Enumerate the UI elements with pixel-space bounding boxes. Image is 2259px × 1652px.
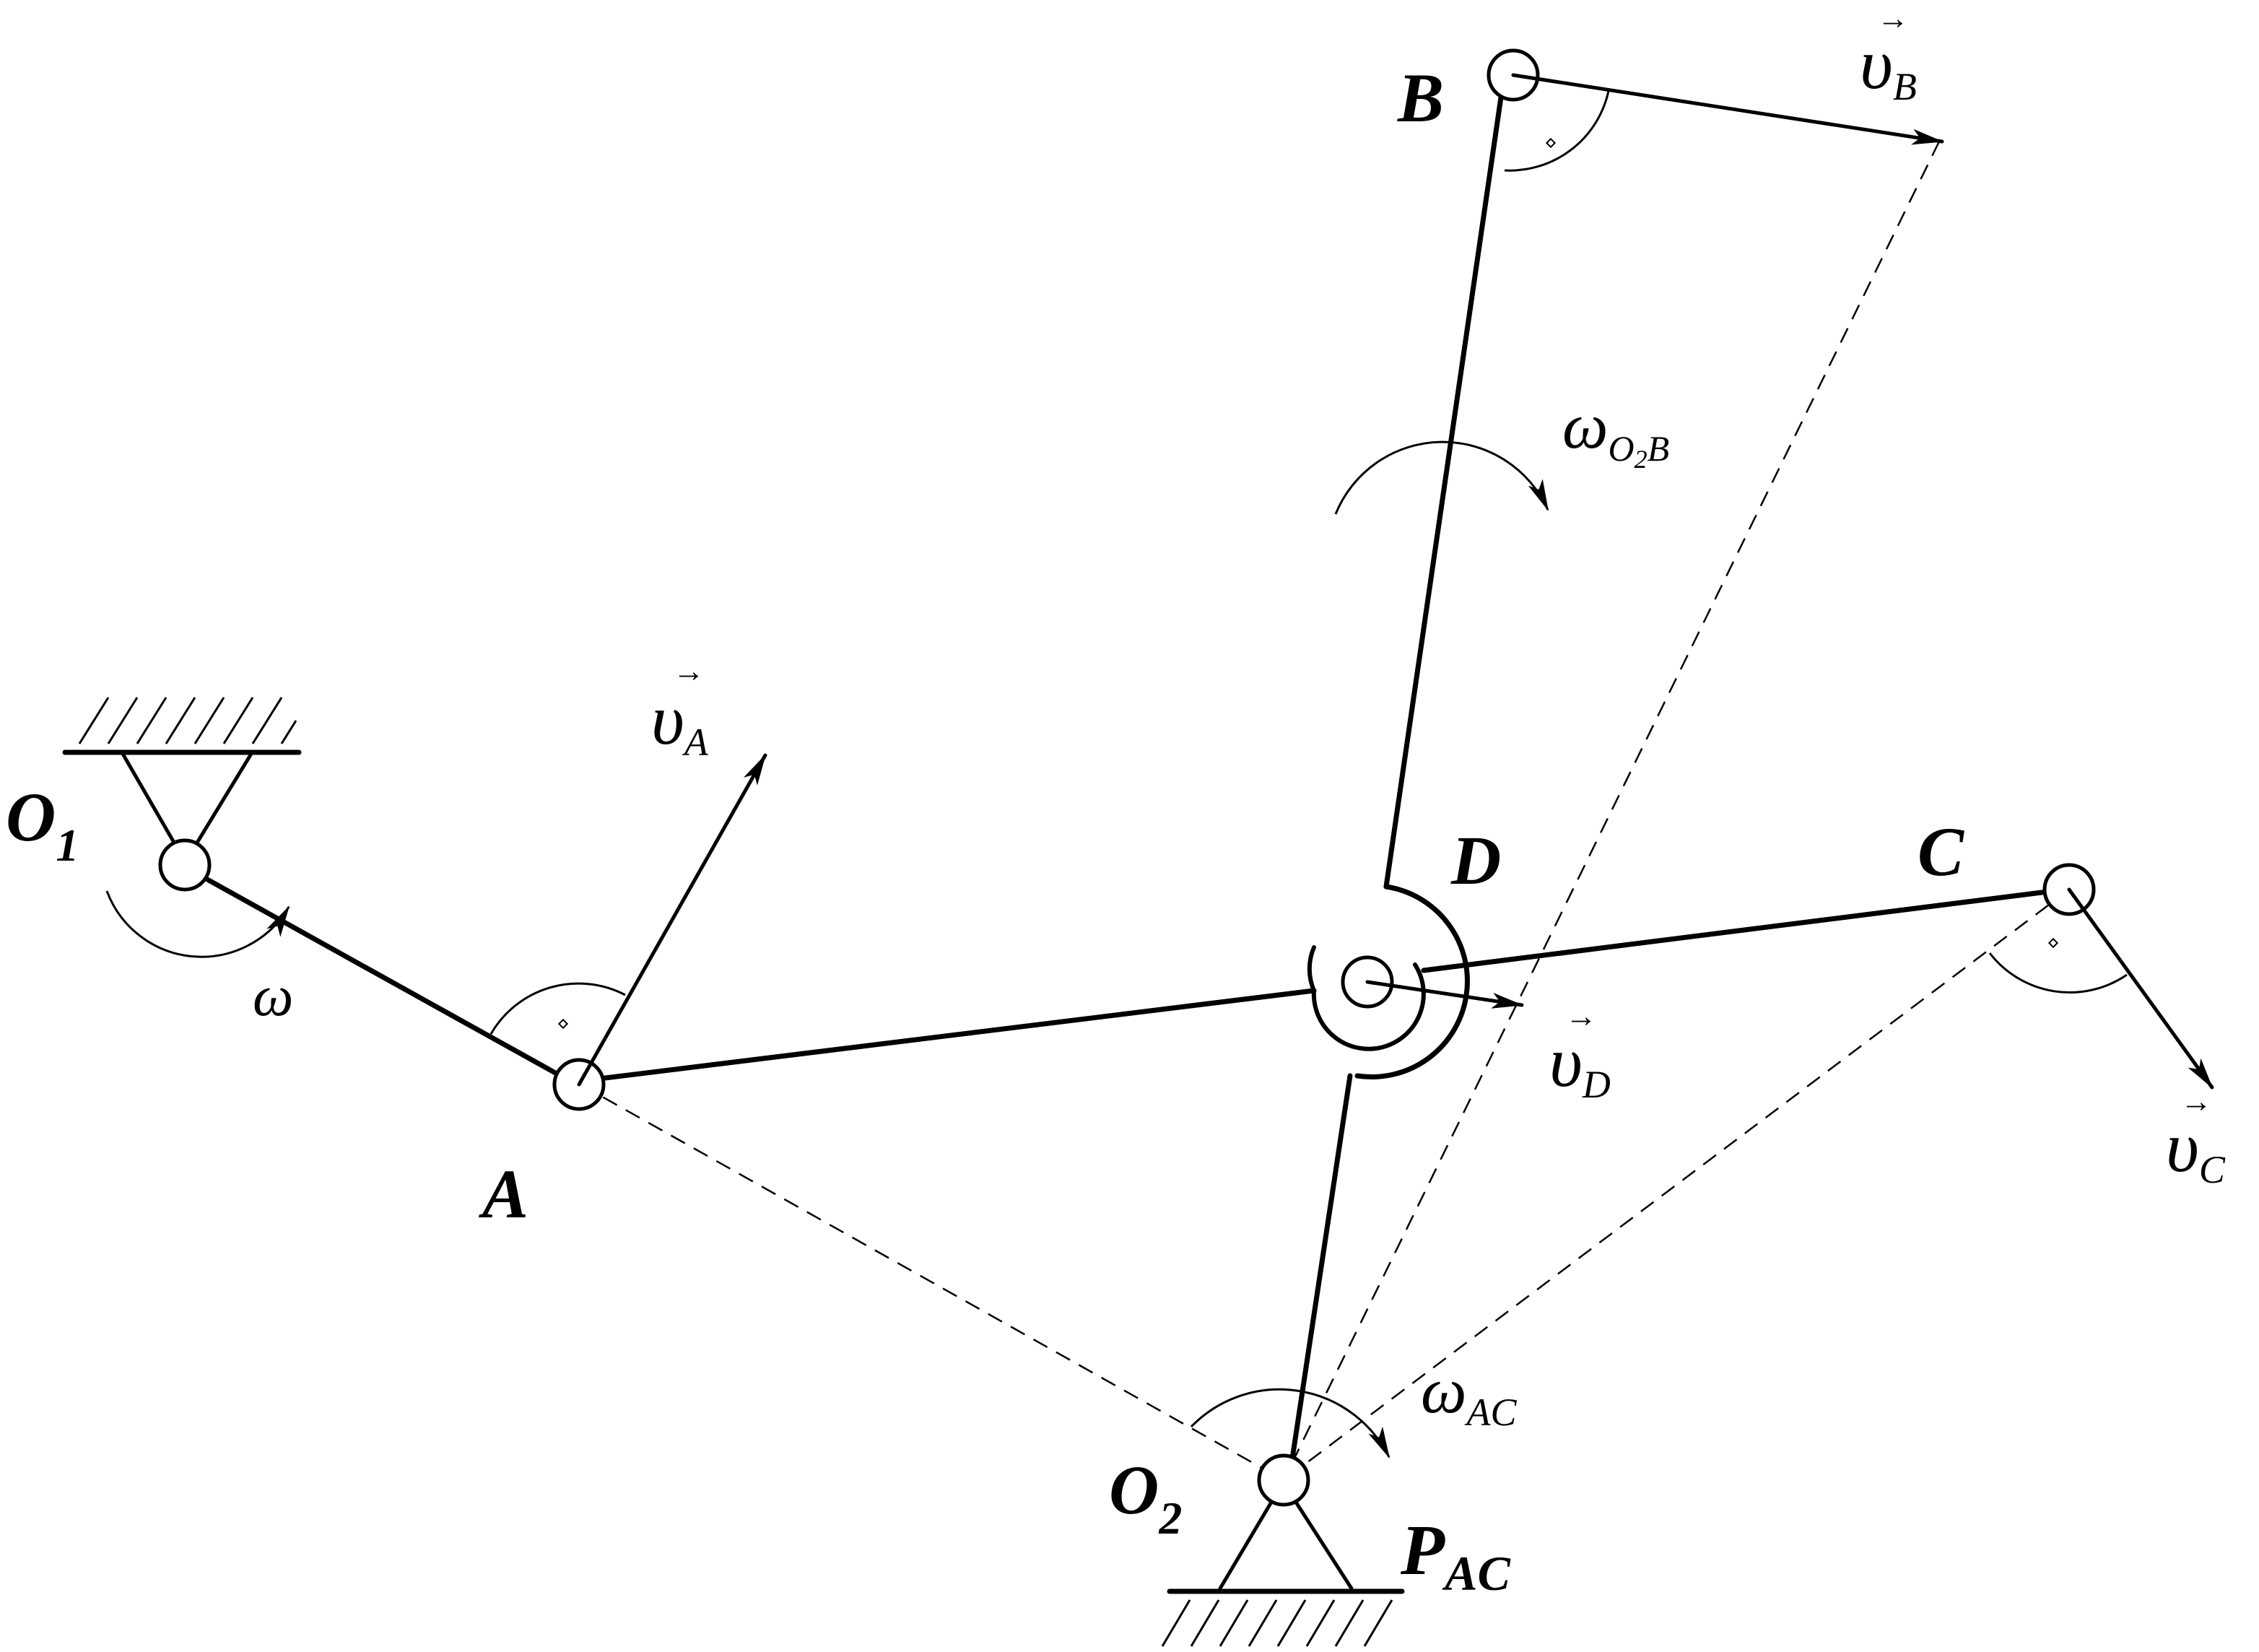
support-o1 bbox=[62, 697, 302, 848]
label-omega-o2b: ωO2B bbox=[1562, 391, 1669, 474]
label-vb: → υB bbox=[1860, 1, 1917, 108]
vector-vc bbox=[2067, 887, 2214, 1090]
angular-arcs bbox=[105, 440, 1549, 1458]
links bbox=[199, 90, 2056, 1461]
velocity-labels: → υA → υB → υC → υD bbox=[651, 1, 2226, 1191]
angular-labels: ω ωO2B ωAC bbox=[253, 391, 1669, 1434]
link-ad bbox=[596, 988, 1317, 1082]
point-labels: O1 A B C D O2 PAC bbox=[6, 59, 1964, 1601]
omega-o2b-arc bbox=[1334, 440, 1549, 515]
link-db-upper bbox=[1383, 90, 1505, 890]
omega-ac-arc bbox=[1190, 1388, 1390, 1458]
svg-text:υA: υA bbox=[651, 679, 709, 764]
label-omega-ac: ωAC bbox=[1421, 1355, 1518, 1434]
svg-text:→: → bbox=[1565, 999, 1597, 1034]
label-o1: O1 bbox=[6, 778, 79, 871]
svg-text:υC: υC bbox=[2166, 1107, 2226, 1191]
label-vc: → υC bbox=[2166, 1084, 2226, 1191]
label-d: D bbox=[1450, 822, 1501, 899]
velocity-vectors bbox=[577, 73, 2214, 1090]
svg-text:υD: υD bbox=[1549, 1022, 1611, 1106]
link-dc bbox=[1421, 888, 2056, 973]
label-va: → υA bbox=[651, 653, 709, 764]
svg-text:→: → bbox=[2180, 1084, 2212, 1119]
joints bbox=[158, 48, 2096, 1507]
label-vd: → υD bbox=[1549, 999, 1611, 1106]
label-a: A bbox=[479, 1155, 528, 1233]
label-p-ac: PAC bbox=[1400, 1510, 1510, 1601]
svg-text:→: → bbox=[673, 653, 705, 689]
svg-text:υB: υB bbox=[1860, 24, 1917, 108]
joint-o1 bbox=[158, 838, 212, 892]
omega-arc bbox=[105, 890, 290, 958]
construction-lines bbox=[580, 141, 2070, 1482]
support-o2 bbox=[1161, 1501, 1405, 1647]
label-c: C bbox=[1918, 813, 1964, 890]
vector-vd bbox=[1365, 980, 1524, 1009]
vector-va bbox=[577, 753, 767, 1087]
right-angle-marks bbox=[489, 90, 2128, 1035]
label-omega: ω bbox=[253, 965, 293, 1028]
label-b: B bbox=[1397, 59, 1444, 136]
vector-vb bbox=[1511, 73, 1944, 145]
label-o2: O2 bbox=[1109, 1451, 1182, 1544]
svg-text:→: → bbox=[1877, 1, 1909, 36]
link-do2-lower bbox=[1289, 1073, 1353, 1461]
joint-o2 bbox=[1257, 1453, 1310, 1507]
link-o1a bbox=[199, 874, 566, 1080]
